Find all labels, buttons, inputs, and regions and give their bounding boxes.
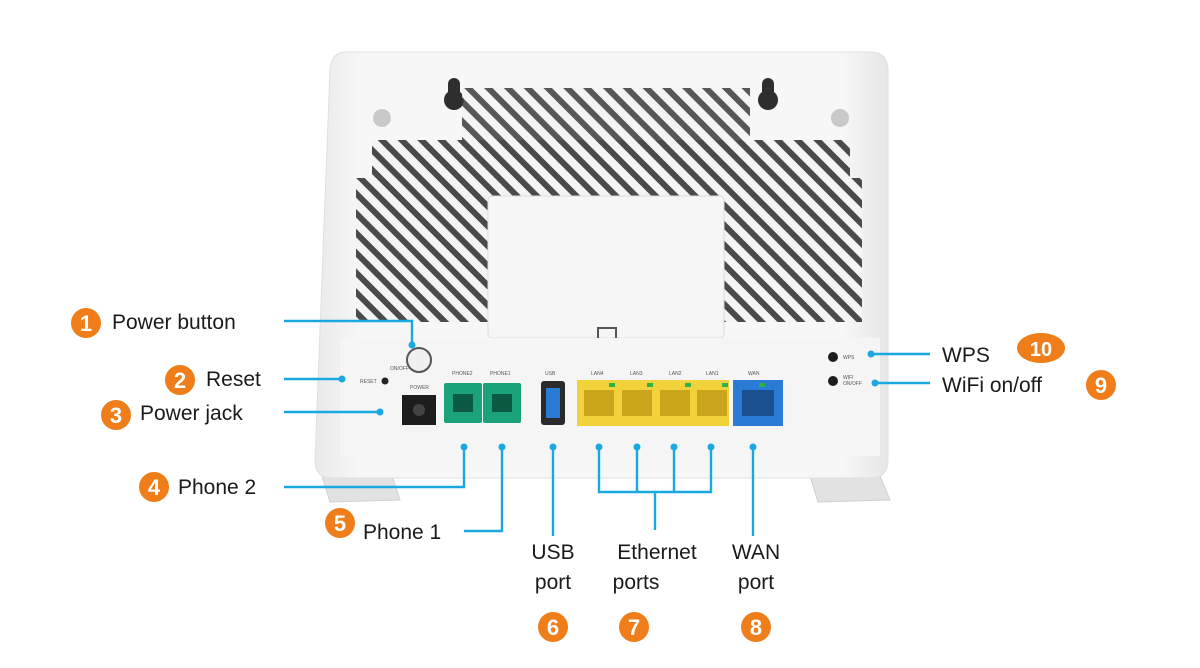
router-device (314, 51, 891, 503)
callout-5: 5 (325, 508, 355, 538)
callout-1: 1 (71, 308, 101, 338)
panel-label-power: POWER (410, 385, 429, 391)
panel-label-phone1: PHONE1 (490, 371, 511, 377)
keyhole-slot-right (758, 78, 778, 110)
callout-3: 3 (101, 400, 131, 430)
leader-dot (595, 443, 603, 451)
callout-labels: Power button Reset Power jack Phone 2 Ph… (112, 311, 1042, 594)
callout-2: 2 (165, 365, 195, 395)
label-wan-line1: WAN (732, 541, 780, 564)
label-wan-line2: port (738, 571, 774, 594)
callout-number-5: 5 (334, 511, 346, 536)
panel-label-reset: RESET (360, 379, 377, 385)
callout-9: 9 (1086, 370, 1116, 400)
panel-label-lan4: LAN4 (591, 371, 604, 377)
lan4-led (609, 383, 615, 387)
panel-label-lan3: LAN3 (630, 371, 643, 377)
leader-dot (749, 443, 757, 451)
router-foot-right (809, 475, 891, 503)
power-button-graphic (406, 347, 432, 373)
callout-10: 10 (1017, 333, 1065, 363)
label-usb-line1: USB (531, 541, 574, 564)
label-reset: Reset (206, 368, 261, 391)
callout-number-9: 9 (1095, 373, 1107, 398)
callout-number-4: 4 (148, 475, 161, 500)
screw-hole (831, 109, 849, 127)
panel-label-wps: WPS (843, 355, 855, 361)
usb-port-tongue (546, 388, 560, 418)
leader-dot (871, 379, 879, 387)
leader-dot (867, 350, 875, 358)
label-power-button: Power button (112, 311, 236, 334)
center-panel-notch (597, 327, 617, 338)
callout-number-6: 6 (547, 615, 559, 640)
center-label-panel (487, 195, 725, 339)
leader-dot (408, 341, 416, 349)
leader-dots (338, 341, 879, 451)
leader-dot (549, 443, 557, 451)
panel-label-on-off: ON/OFF (390, 366, 409, 372)
leader-dot (376, 408, 384, 416)
reset-hole-graphic (381, 377, 389, 385)
phone2-port-socket (453, 394, 473, 412)
panel-label-wan: WAN (748, 371, 760, 377)
keyhole-slot-left (444, 78, 464, 110)
callout-number-1: 1 (80, 311, 92, 336)
leader-dot (498, 443, 506, 451)
lan3-port-socket (622, 390, 652, 416)
panel-label-lan1: LAN1 (706, 371, 719, 377)
wps-button-graphic (828, 352, 838, 362)
power-jack-pin (413, 404, 425, 416)
leader-line-power-button (284, 319, 414, 345)
panel-label-lan2: LAN2 (669, 371, 682, 377)
phone1-port-socket (492, 394, 512, 412)
lan1-led (722, 383, 728, 387)
leader-dot (633, 443, 641, 451)
lan2-led (685, 383, 691, 387)
leader-dot (460, 443, 468, 451)
panel-label-wifi-2: ON/OFF (843, 381, 862, 387)
lan4-port-socket (584, 390, 614, 416)
callout-8: 8 (741, 612, 771, 642)
label-phone1: Phone 1 (363, 521, 441, 544)
wifi-button-graphic (828, 376, 838, 386)
leader-dot (670, 443, 678, 451)
lan2-port-socket (660, 390, 690, 416)
label-wps: WPS (942, 344, 990, 367)
callout-number-10: 10 (1030, 339, 1052, 361)
panel-label-phone2: PHONE2 (452, 371, 473, 377)
label-wifi-on-off: WiFi on/off (942, 374, 1042, 397)
leader-dot (707, 443, 715, 451)
leader-lines (284, 319, 930, 536)
callout-number-2: 2 (174, 368, 186, 393)
panel-controls: ON/OFF RESET POWER PHONE2 PHONE1 USB LAN… (360, 347, 862, 426)
leader-line-phone2 (284, 447, 466, 489)
label-power-jack: Power jack (140, 402, 243, 425)
label-ethernet-line2: ports (613, 571, 660, 594)
panel-label-usb: USB (545, 371, 556, 377)
leader-dot (338, 375, 346, 383)
label-phone2: Phone 2 (178, 476, 256, 499)
lan1-port-socket (697, 390, 727, 416)
callout-badges: 1 2 3 4 5 6 7 8 (71, 308, 1116, 642)
callout-number-7: 7 (628, 615, 640, 640)
label-usb-line2: port (535, 571, 571, 594)
leader-line-phone1 (464, 447, 504, 533)
ventilation-grille-top (462, 88, 750, 140)
callout-number-3: 3 (110, 403, 122, 428)
callout-4: 4 (139, 472, 169, 502)
wan-led (759, 383, 765, 387)
router-foot-left (321, 475, 401, 503)
callout-number-8: 8 (750, 615, 762, 640)
wan-port-socket (742, 390, 774, 416)
callout-6: 6 (538, 612, 568, 642)
lan3-led (647, 383, 653, 387)
label-ethernet-line1: Ethernet (617, 541, 697, 564)
callout-7: 7 (619, 612, 649, 642)
panel-label-wifi-1: WIFI (843, 375, 854, 381)
screw-hole (373, 109, 391, 127)
